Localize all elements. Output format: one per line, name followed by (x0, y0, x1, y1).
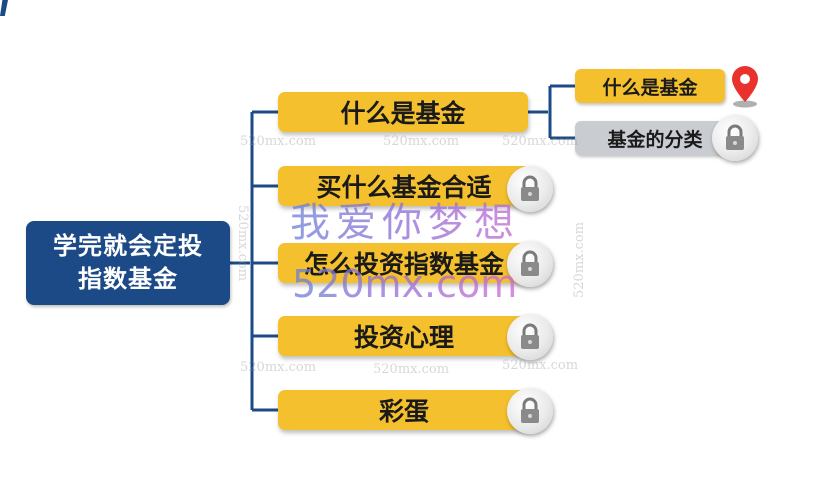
location-pin-icon (727, 64, 763, 112)
watermark-text: 520mx.com (502, 358, 579, 373)
lock-icon[interactable] (507, 388, 553, 434)
lock-icon[interactable] (712, 115, 758, 161)
watermark-text: 520mx.com (373, 362, 450, 377)
subtopic-what-is-fund[interactable]: 什么是基金 (575, 69, 725, 103)
lock-icon[interactable] (507, 241, 553, 287)
topic-how-invest-index[interactable]: 怎么投资指数基金 (278, 243, 530, 283)
root-node[interactable]: 学完就会定投 指数基金 (26, 221, 230, 305)
subtopic-label: 基金的分类 (607, 128, 703, 151)
watermark-text: 520mx.com (235, 205, 250, 282)
watermark-text: 520mx.com (240, 360, 317, 375)
root-line-2: 指数基金 (78, 265, 178, 293)
watermark-text: 520mx.com (502, 134, 579, 149)
topic-label: 什么是基金 (340, 99, 466, 128)
subtopic-fund-categories[interactable]: 基金的分类 (575, 121, 735, 155)
topic-what-is-fund[interactable]: 什么是基金 (278, 92, 528, 132)
watermark-text: 520mx.com (572, 221, 587, 298)
lock-icon[interactable] (507, 166, 553, 212)
subtopic-label: 什么是基金 (602, 76, 698, 99)
watermark-text: 520mx.com (240, 134, 317, 149)
watermark-text: 520mx.com (383, 134, 460, 149)
corner-accent (0, 0, 8, 16)
topic-label: 投资心理 (353, 323, 454, 352)
topic-label: 怎么投资指数基金 (304, 245, 504, 281)
topic-investment-psychology[interactable]: 投资心理 (278, 316, 530, 356)
topic-easter-egg[interactable]: 彩蛋 (278, 390, 530, 430)
topic-label: 买什么基金合适 (316, 173, 492, 202)
root-line-1: 学完就会定投 (53, 232, 203, 260)
lock-icon[interactable] (507, 314, 553, 360)
watermark-cn: 我爱你梦想 (290, 190, 520, 248)
topic-which-fund[interactable]: 买什么基金合适 (278, 166, 530, 206)
watermark-en: 520mx.com (292, 262, 518, 306)
topic-label: 彩蛋 (378, 397, 429, 426)
